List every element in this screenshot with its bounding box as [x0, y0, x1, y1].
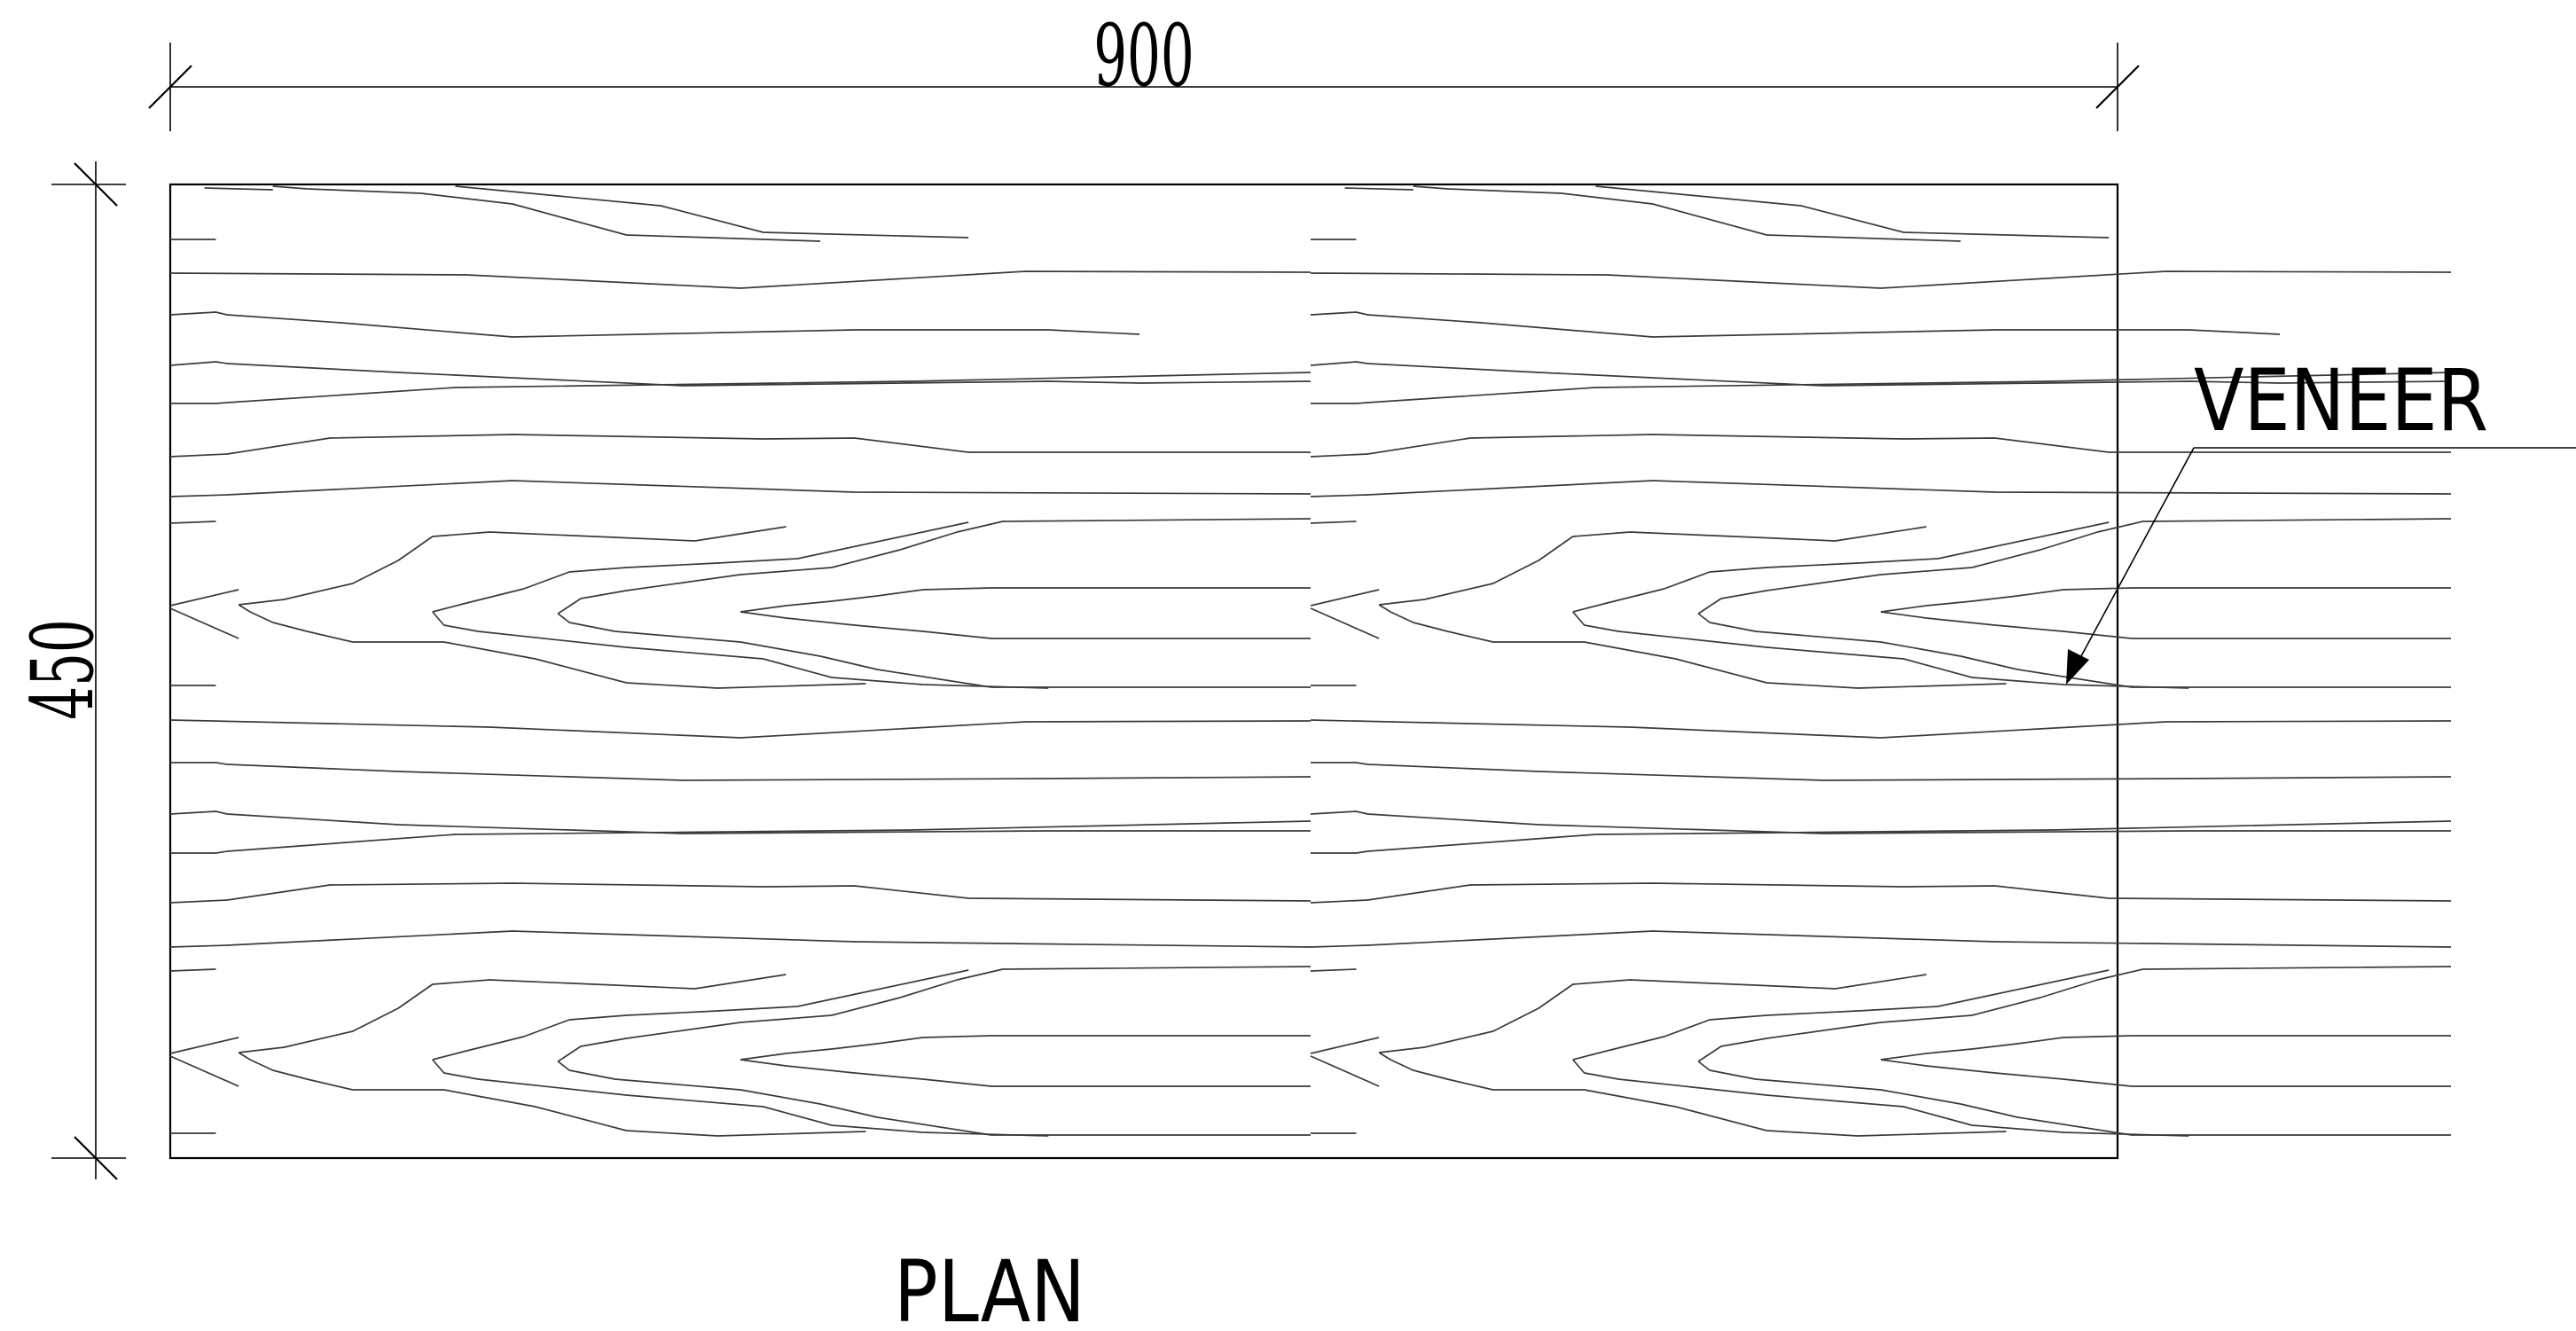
- grain-line-0-9: [169, 480, 1311, 497]
- grain-arch-upper-1-11: [1880, 611, 2451, 639]
- height-dimension-text: 450: [13, 619, 113, 720]
- grain-arch-lower-1-10: [1880, 1035, 2451, 1061]
- grain-arch-upper-0-11: [740, 611, 1311, 639]
- grain-arch-upper-0-0: [169, 521, 216, 524]
- veneer-panel-outline: [168, 183, 2119, 1160]
- grain-lower-0-4: [169, 882, 1311, 904]
- grain-arch-lower-1-2: [1310, 1055, 1380, 1087]
- grain-line-0-2: [455, 185, 969, 239]
- grain-arch-upper-0-9: [557, 613, 1311, 688]
- grain-arch-lower-1-4: [1379, 974, 1927, 1053]
- grain-arch-lower-1-6: [1572, 969, 2110, 1061]
- material-label: VENEER: [2194, 352, 2488, 451]
- grain-lower-0-5: [169, 930, 1311, 948]
- grain-arch-upper-1-5: [1378, 604, 2007, 689]
- height-dimension: 450: [13, 161, 126, 1180]
- grain-line-1-6: [1310, 361, 2452, 387]
- grain-arch-upper-0-2: [169, 607, 239, 639]
- grain-lower-0-1: [170, 762, 1311, 781]
- width-tick-right: [2095, 65, 2140, 109]
- grain-arch-upper-0-4: [239, 526, 787, 606]
- grain-arch-upper-1-4: [1379, 526, 1927, 606]
- grain-line-1-5: [1310, 311, 2281, 338]
- grain-arch-lower-1-9: [1697, 1061, 2451, 1136]
- grain-line-1-4: [1310, 270, 2452, 289]
- grain-lower-0-0: [169, 719, 1311, 739]
- grain-arch-upper-0-10: [740, 587, 1311, 613]
- grain-arch-upper-1-10: [1880, 587, 2451, 613]
- leader-line: [2069, 447, 2195, 678]
- height-tick-top: [74, 162, 118, 207]
- wood-grain-pattern: [169, 185, 2452, 1137]
- grain-line-1-1: [1413, 185, 1961, 242]
- grain-line-0-4: [169, 270, 1311, 289]
- grain-line-1-9: [1310, 480, 2452, 497]
- width-dimension-text: 900: [1093, 6, 1194, 106]
- grain-line-1-8: [1310, 434, 2451, 458]
- view-title: PLAN: [894, 1243, 1085, 1331]
- grain-arch-lower-0-8: [557, 966, 1311, 1062]
- grain-lower-0-2: [169, 810, 1311, 834]
- grain-arch-lower-0-7: [432, 1059, 1049, 1137]
- grain-lower-1-1: [1311, 762, 2452, 781]
- grain-arch-upper-0-1: [169, 589, 239, 607]
- grain-arch-lower-0-0: [169, 968, 216, 972]
- grain-line-0-5: [169, 311, 1140, 338]
- grain-lower-1-3: [1311, 820, 2452, 854]
- material-leader: [2066, 447, 2576, 685]
- grain-line-1-7: [1311, 372, 2452, 404]
- grain-lower-1-5: [1310, 930, 2452, 948]
- grain-arch-upper-1-8: [1697, 518, 2452, 615]
- grain-line-0-7: [170, 372, 1311, 404]
- width-dimension: 900: [148, 6, 2140, 131]
- grain-line-1-2: [1595, 185, 2110, 239]
- grain-arch-lower-1-1: [1310, 1037, 1380, 1054]
- width-tick-left: [148, 65, 192, 109]
- grain-arch-lower-0-5: [238, 1052, 866, 1137]
- leader-arrowhead: [2066, 649, 2089, 685]
- grain-arch-upper-0-7: [432, 611, 1049, 689]
- height-tick-bottom: [74, 1136, 118, 1180]
- grain-arch-upper-1-6: [1572, 521, 2110, 613]
- grain-arch-upper-1-2: [1310, 607, 1380, 639]
- grain-arch-lower-1-7: [1572, 1059, 2189, 1137]
- grain-arch-lower-0-1: [169, 1037, 239, 1054]
- grain-arch-lower-0-11: [740, 1059, 1311, 1087]
- grain-arch-upper-1-9: [1697, 613, 2451, 688]
- grain-lower-1-4: [1310, 882, 2452, 904]
- grain-lower-0-3: [170, 820, 1311, 854]
- grain-lower-1-2: [1310, 810, 2451, 834]
- grain-line-0-8: [169, 434, 1311, 458]
- grain-line-1-0: [1344, 187, 1413, 191]
- grain-arch-upper-0-5: [238, 604, 866, 689]
- grain-line-0-0: [204, 187, 273, 191]
- grain-arch-lower-0-9: [557, 1061, 1311, 1136]
- grain-arch-upper-0-8: [557, 518, 1311, 615]
- grain-arch-upper-0-6: [432, 521, 969, 613]
- grain-arch-lower-1-11: [1880, 1059, 2451, 1087]
- grain-arch-upper-1-7: [1572, 611, 2189, 689]
- grain-arch-lower-1-0: [1310, 968, 1357, 972]
- grain-arch-lower-0-6: [432, 969, 969, 1061]
- grain-arch-lower-0-4: [239, 974, 787, 1053]
- grain-arch-lower-0-10: [740, 1035, 1311, 1061]
- grain-arch-lower-1-5: [1378, 1052, 2007, 1137]
- grain-arch-upper-1-0: [1310, 521, 1357, 524]
- grain-line-0-1: [272, 185, 821, 242]
- grain-arch-lower-0-2: [169, 1055, 239, 1087]
- grain-line-0-6: [169, 361, 1311, 387]
- grain-arch-lower-1-8: [1697, 966, 2452, 1062]
- grain-lower-1-0: [1310, 719, 2452, 739]
- grain-arch-upper-1-1: [1310, 589, 1380, 607]
